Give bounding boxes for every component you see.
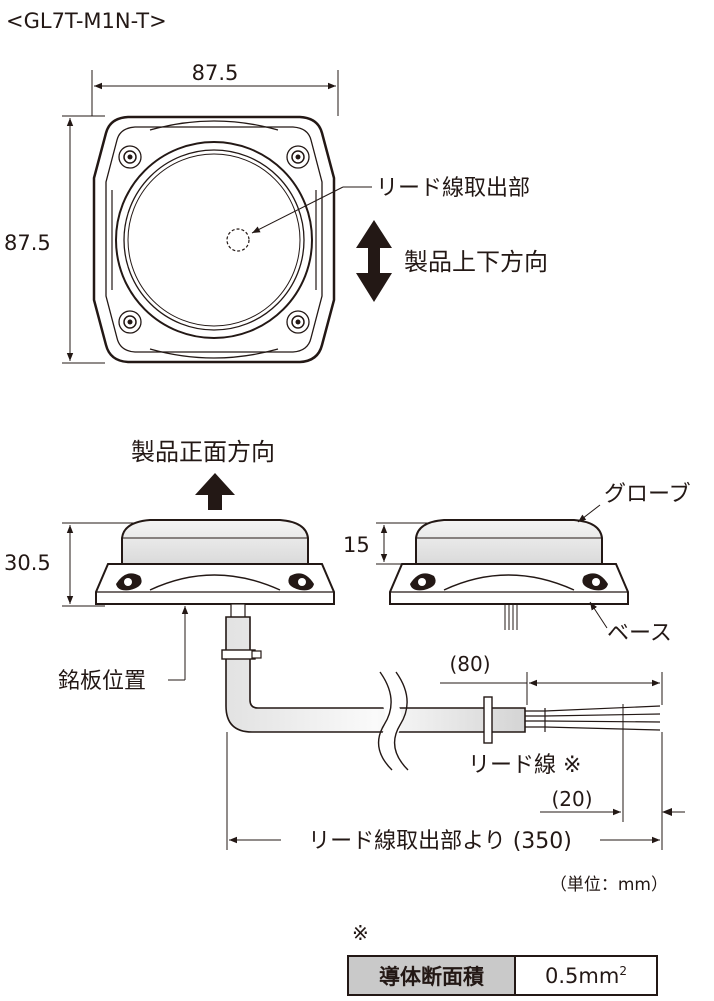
globe-height-dimension: 15 <box>343 533 370 557</box>
screw-top-right <box>286 145 310 169</box>
cable <box>225 616 526 733</box>
unit-label: （単位：mm） <box>550 875 668 895</box>
vertical-direction-arrow <box>356 220 392 302</box>
screw-top-left <box>118 145 142 169</box>
right-globe <box>415 519 603 565</box>
side-globe <box>121 519 309 565</box>
screw-bottom-left <box>118 310 142 334</box>
globe-label: グローブ <box>604 482 691 507</box>
top-height-dimension: 87.5 <box>4 231 51 255</box>
base-label: ベース <box>607 621 672 646</box>
lead-exit-marker <box>226 228 250 252</box>
vertical-direction-label: 製品上下方向 <box>404 248 548 276</box>
top-view: 87.5 87.5 <box>4 61 548 364</box>
dimension-20: (20) <box>551 787 592 811</box>
dimension-350: リード線取出部より (350) <box>308 829 572 854</box>
unit-superscript: 2 <box>619 963 627 978</box>
lead-exit-label: リード線取出部 <box>376 176 530 201</box>
lead-wire-label: リード線 ※ <box>468 753 581 778</box>
nameplate-label: 銘板位置 <box>58 669 146 694</box>
side-view-left: 製品正面方向 30.5 銘板位置 <box>4 438 685 895</box>
model-title: <GL7T-M1N-T> <box>6 9 167 33</box>
top-body-outline <box>92 115 336 364</box>
conductor-area-header: 導体断面積 <box>347 955 516 996</box>
top-globe-circle <box>115 141 313 339</box>
front-direction-arrow <box>195 473 235 510</box>
dimension-80: (80) <box>449 652 490 676</box>
side-view-right: 15 グローブ ベース <box>343 482 691 646</box>
screw-bottom-right <box>286 310 310 334</box>
note-mark: ※ <box>352 921 369 945</box>
side-height-dimension: 30.5 <box>4 551 51 575</box>
conductor-spec-table: 導体断面積 0.5mm2 <box>347 955 658 996</box>
front-direction-label: 製品正面方向 <box>131 438 275 466</box>
conductor-area-value: 0.5mm2 <box>514 955 658 996</box>
top-width-dimension: 87.5 <box>192 61 239 85</box>
